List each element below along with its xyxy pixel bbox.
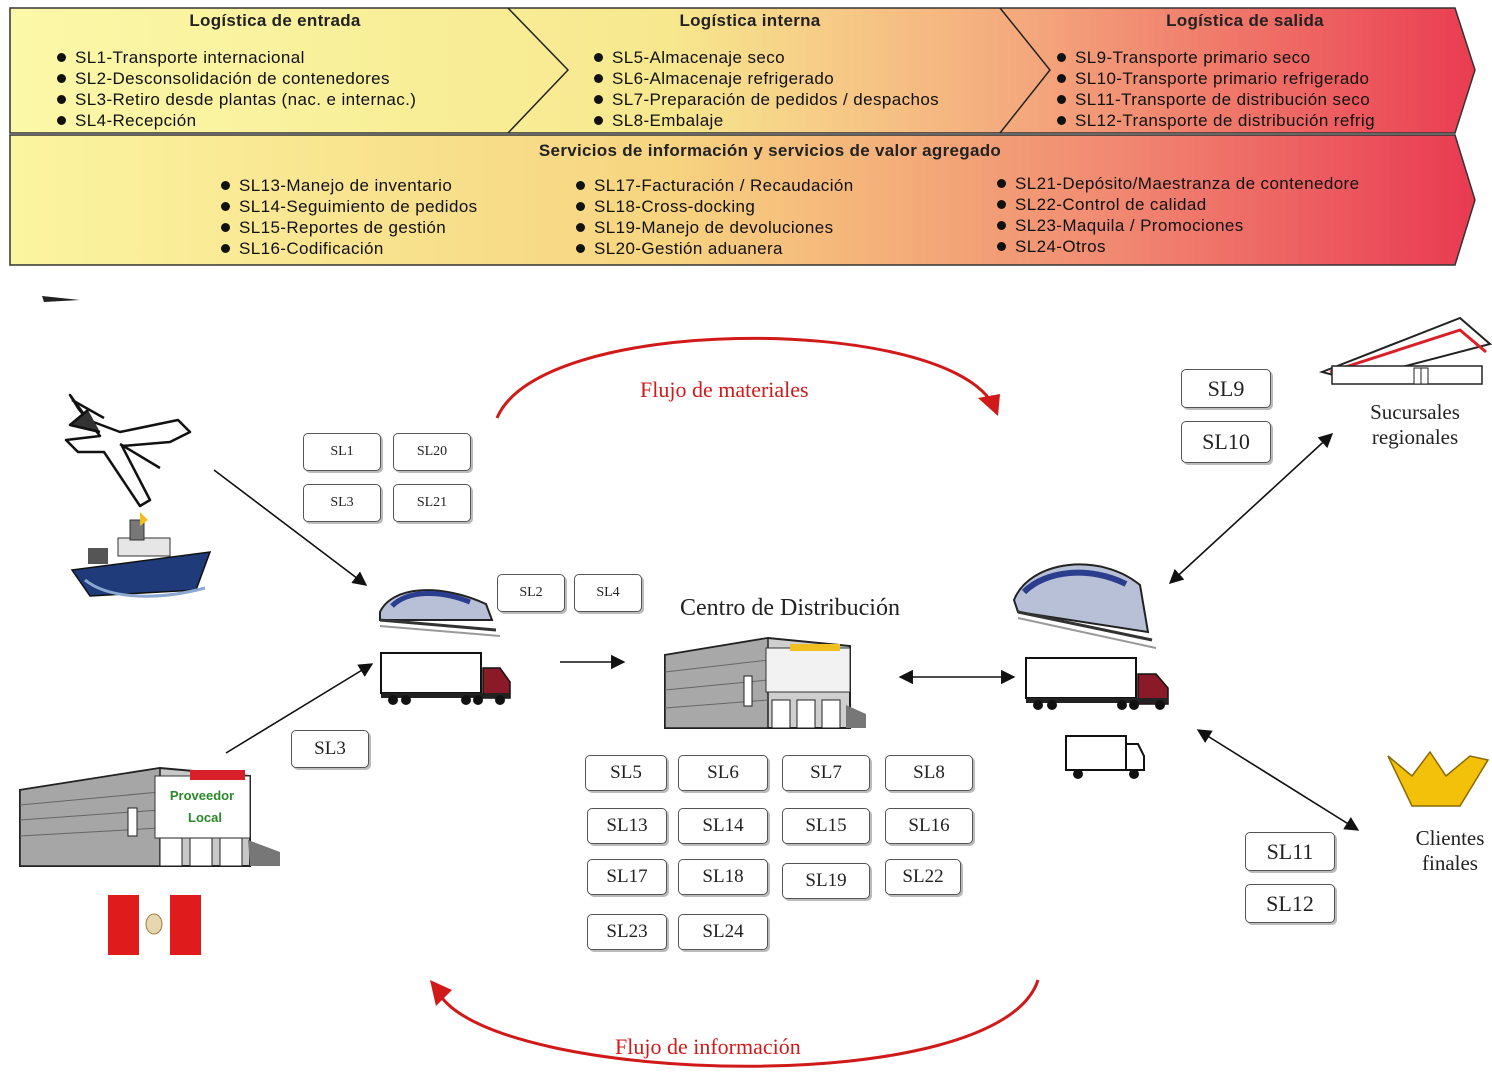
truck-right-icon [1025, 657, 1169, 710]
small-mark [42, 296, 80, 302]
sl-box-sl23: SL23 [587, 914, 667, 950]
delivery-truck-icon [1065, 735, 1145, 779]
band-title-servicios: Servicios de información y servicios de … [538, 141, 1002, 160]
band-title-entrada: Logística de entrada [189, 11, 361, 30]
peru-flag-icon [108, 895, 201, 955]
arrow-outbound-clientes [1196, 729, 1360, 831]
list-item: SL10-Transporte primario refrigerado [1055, 68, 1443, 89]
local-provider-warehouse-icon [19, 766, 280, 867]
information-flow-arrow [430, 979, 1040, 1068]
list-item: SL6-Almacenaje refrigerado [592, 68, 939, 89]
arrow-plane-to-transport [213, 469, 368, 586]
servicios-list-3: SL21-Depósito/Maestranza de contenedore … [995, 173, 1445, 257]
sl-box-sl3-bottom: SL3 [291, 730, 369, 768]
sl-box-sl18: SL18 [678, 859, 768, 895]
sl-box-sl11: SL11 [1245, 832, 1335, 871]
sl-box-sl15: SL15 [782, 808, 870, 844]
list-item: SL4-Recepción [55, 110, 416, 131]
materials-flow-label: Flujo de materiales [640, 377, 809, 402]
ship-icon [70, 512, 212, 598]
list-item: SL1-Transporte internacional [55, 47, 416, 68]
sl-box-sl12: SL12 [1245, 884, 1335, 923]
list-item: SL13-Manejo de inventario [219, 175, 478, 196]
clientes-label: Clientes finales [1395, 826, 1492, 876]
sl-box-sl4: SL4 [574, 574, 642, 612]
train-right-icon [1012, 563, 1157, 649]
distribution-center-label: Centro de Distribución [680, 595, 900, 621]
list-item: SL3-Retiro desde plantas (nac. e interna… [55, 89, 416, 110]
sucursales-label: Sucursales regionales [1350, 400, 1480, 450]
sl-box-sl17: SL17 [587, 859, 667, 895]
sl-box-sl8: SL8 [885, 755, 973, 791]
sl-box-sl19: SL19 [782, 863, 870, 899]
clientes-label-line-1: Clientes [1415, 826, 1485, 850]
top-band [9, 7, 1476, 134]
regional-branch-icon [1318, 316, 1492, 385]
list-item: SL8-Embalaje [592, 110, 939, 131]
list-item: SL21-Depósito/Maestranza de contenedore [995, 173, 1445, 194]
list-item: SL2-Desconsolidación de contenedores [55, 68, 416, 89]
proveedor-sign-line-2: Local [188, 810, 222, 825]
clientes-label-line-2: finales [1422, 851, 1478, 875]
list-item: SL19-Manejo de devoluciones [574, 217, 854, 238]
sl-box-sl16: SL16 [885, 808, 973, 844]
chevron-divider-1 [507, 7, 570, 134]
sl-box-sl10: SL10 [1181, 421, 1271, 463]
list-item: SL18-Cross-docking [574, 196, 854, 217]
list-item: SL16-Codificación [219, 238, 478, 259]
list-item: SL17-Facturación / Recaudación [574, 175, 854, 196]
servicios-list-1: SL13-Manejo de inventario SL14-Seguimien… [219, 175, 478, 259]
sucursales-label-line-1: Sucursales [1370, 400, 1460, 424]
sl-box-sl9: SL9 [1181, 369, 1271, 408]
band-title-salida: Logística de salida [1166, 11, 1324, 30]
sl-box-sl7: SL7 [782, 755, 870, 791]
materials-flow-arrow [495, 336, 1000, 419]
list-item: SL24-Otros [995, 236, 1445, 257]
list-item: SL9-Transporte primario seco [1055, 47, 1443, 68]
list-item: SL20-Gestión aduanera [574, 238, 854, 259]
list-item: SL5-Almacenaje seco [592, 47, 939, 68]
services-band [9, 134, 1476, 266]
sl-box-sl1: SL1 [303, 433, 381, 471]
truck-icon [380, 652, 511, 705]
list-item: SL22-Control de calidad [995, 194, 1445, 215]
sl-box-sl14: SL14 [678, 808, 768, 844]
sl-box-sl5: SL5 [585, 755, 667, 791]
sl-box-sl13: SL13 [587, 808, 667, 844]
crown-icon [1387, 750, 1490, 807]
list-item: SL7-Preparación de pedidos / despachos [592, 89, 939, 110]
sl-box-sl3-top: SL3 [303, 484, 381, 522]
interna-list: SL5-Almacenaje seco SL6-Almacenaje refri… [592, 47, 939, 131]
distribution-center-icon [664, 636, 866, 729]
servicios-list-2: SL17-Facturación / Recaudación SL18-Cros… [574, 175, 854, 259]
sl-box-sl21: SL21 [393, 484, 471, 522]
sl-box-sl24: SL24 [678, 914, 768, 950]
proveedor-sign-line-1: Proveedor [170, 788, 234, 803]
sl-box-sl22: SL22 [885, 859, 961, 895]
list-item: SL14-Seguimiento de pedidos [219, 196, 478, 217]
list-item: SL12-Transporte de distribución refrig [1055, 110, 1443, 131]
train-icon [379, 589, 501, 637]
list-item: SL15-Reportes de gestión [219, 217, 478, 238]
sl-box-sl2: SL2 [497, 574, 565, 612]
sl-box-sl6: SL6 [678, 755, 768, 791]
entrada-list: SL1-Transporte internacional SL2-Descons… [55, 47, 416, 131]
salida-list: SL9-Transporte primario seco SL10-Transp… [1055, 47, 1443, 131]
list-item: SL11-Transporte de distribución seco [1055, 89, 1443, 110]
information-flow-label: Flujo de información [615, 1034, 801, 1059]
arrow-outbound-sucursales [1168, 433, 1334, 584]
airplane-icon [64, 393, 192, 508]
list-item: SL23-Maquila / Promociones [995, 215, 1445, 236]
chevron-divider-2 [999, 7, 1051, 134]
sl-box-sl20: SL20 [393, 433, 471, 471]
sucursales-label-line-2: regionales [1371, 425, 1459, 449]
arrow-local-to-transport [225, 663, 374, 754]
band-title-interna: Logística interna [679, 11, 821, 30]
